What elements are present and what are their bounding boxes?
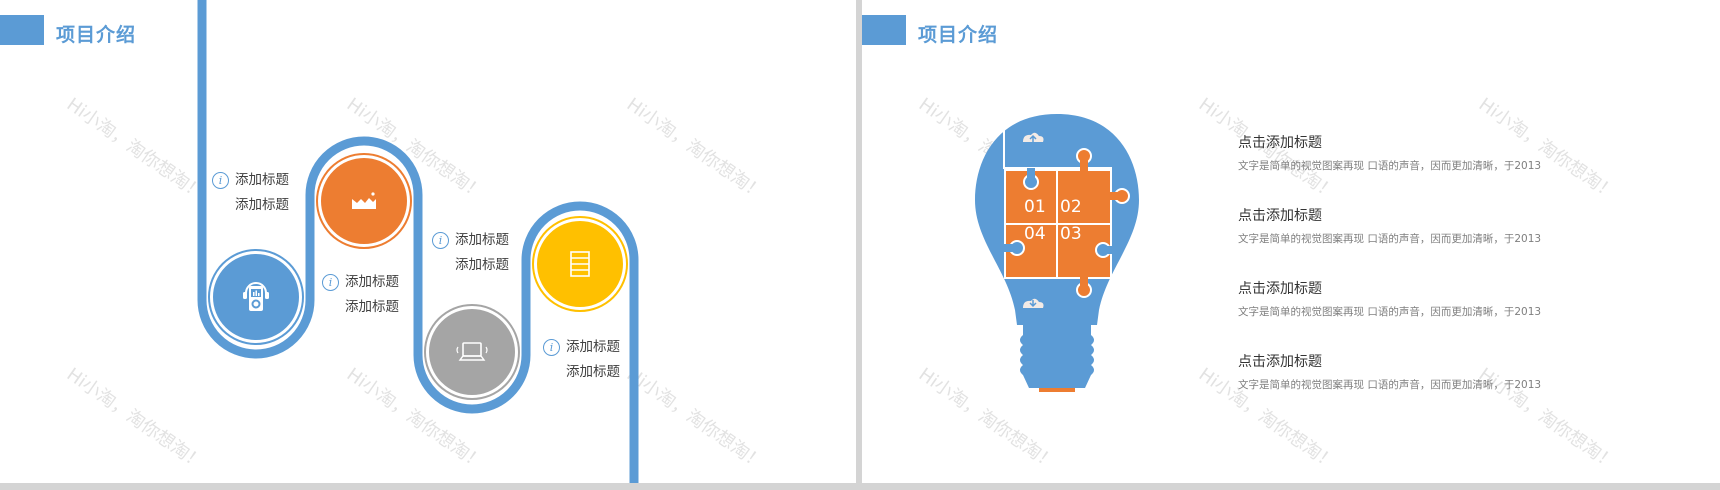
item-title: 点击添加标题 <box>1238 135 1322 151</box>
label-line: 添加标题 <box>566 364 620 380</box>
item-desc: 文字是简单的视觉图案再现 口语的声音，因而更加清晰，于2013 <box>1238 160 1542 172</box>
info-icon: i <box>432 232 449 249</box>
step-label-1[interactable]: i 添加标题 添加标题 <box>212 168 289 218</box>
server-icon <box>570 251 590 277</box>
step-circle-3[interactable] <box>426 306 518 398</box>
label-line: 添加标题 <box>455 257 509 273</box>
label-line: 添加标题 <box>235 197 289 213</box>
label-line: 添加标题 <box>235 172 289 188</box>
content-item-1[interactable]: 点击添加标题 文字是简单的视觉图案再现 口语的声音，因而更加清晰，于2013 <box>1238 132 1541 173</box>
title-accent-bar <box>0 15 44 45</box>
slide-2[interactable]: 项目介绍 Hi小淘，淘你想淘！ Hi小淘，淘你想淘！ Hi小淘，淘你想淘！ Hi… <box>862 0 1720 483</box>
info-icon: i <box>543 339 560 356</box>
label-line: 添加标题 <box>345 274 399 290</box>
item-desc: 文字是简单的视觉图案再现 口语的声音，因而更加清晰，于2013 <box>1238 233 1542 245</box>
slide-title: 项目介绍 <box>918 24 999 46</box>
step-circle-4[interactable] <box>534 218 626 310</box>
content-item-3[interactable]: 点击添加标题 文字是简单的视觉图案再现 口语的声音，因而更加清晰，于2013 <box>1238 278 1541 319</box>
music-player-icon <box>243 282 269 311</box>
cloud-upload-icon <box>1023 132 1044 142</box>
step-label-3[interactable]: i 添加标题 添加标题 <box>432 228 509 278</box>
step-label-2[interactable]: i 添加标题 添加标题 <box>322 270 399 320</box>
slide-1[interactable]: 项目介绍 Hi小淘，淘你想淘！ Hi小淘，淘你想淘！ Hi小淘，淘你想淘！ Hi… <box>0 0 856 483</box>
laptop-icon <box>456 342 488 361</box>
factory-icon <box>352 192 376 209</box>
item-title: 点击添加标题 <box>1238 281 1322 297</box>
label-line: 添加标题 <box>566 339 620 355</box>
timeline-path <box>197 0 639 483</box>
slide-title: 项目介绍 <box>56 24 137 46</box>
item-desc: 文字是简单的视觉图案再现 口语的声音，因而更加清晰，于2013 <box>1238 306 1542 318</box>
info-icon: i <box>322 274 339 291</box>
label-line: 添加标题 <box>345 299 399 315</box>
step-circle-2[interactable] <box>318 155 410 247</box>
item-title: 点击添加标题 <box>1238 354 1322 370</box>
content-item-4[interactable]: 点击添加标题 文字是简单的视觉图案再现 口语的声音，因而更加清晰，于2013 <box>1238 351 1541 392</box>
item-title: 点击添加标题 <box>1238 208 1322 224</box>
content-item-2[interactable]: 点击添加标题 文字是简单的视觉图案再现 口语的声音，因而更加清晰，于2013 <box>1238 205 1541 246</box>
cloud-download-icon <box>1023 298 1044 308</box>
label-line: 添加标题 <box>455 232 509 248</box>
lightbulb-puzzle[interactable] <box>967 110 1147 402</box>
info-icon: i <box>212 172 229 189</box>
step-circle-1[interactable] <box>210 251 302 343</box>
item-desc: 文字是简单的视觉图案再现 口语的声音，因而更加清晰，于2013 <box>1238 379 1542 391</box>
puzzle-piece-03[interactable]: 03 <box>1060 224 1082 244</box>
step-label-4[interactable]: i 添加标题 添加标题 <box>543 335 620 385</box>
puzzle-piece-01[interactable]: 01 <box>1024 197 1046 217</box>
puzzle-piece-02[interactable]: 02 <box>1060 197 1082 217</box>
puzzle-piece-04[interactable]: 04 <box>1024 224 1046 244</box>
title-accent-bar <box>862 15 906 45</box>
